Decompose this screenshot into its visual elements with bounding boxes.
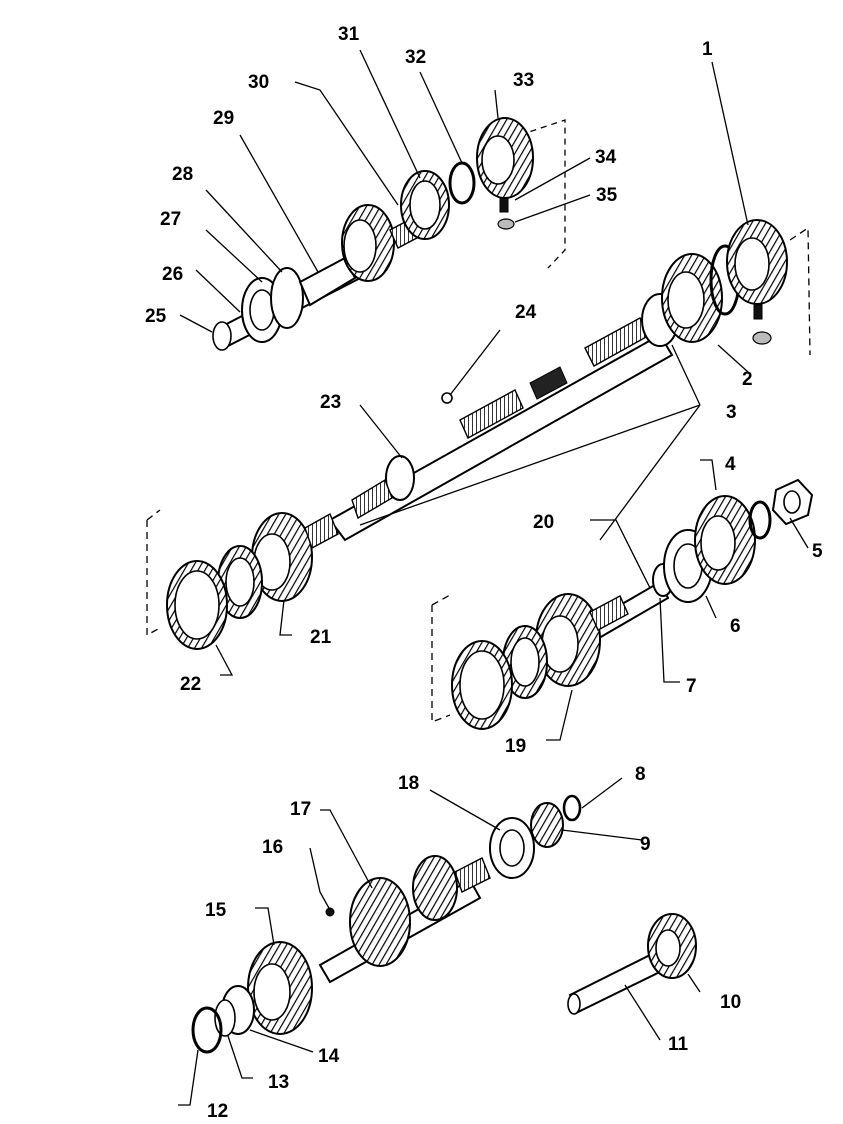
label-22: 22	[180, 674, 201, 695]
part-35-plug	[497, 218, 515, 230]
label-1: 1	[702, 39, 713, 60]
label-21: 21	[310, 627, 332, 648]
label-6: 6	[730, 616, 741, 637]
counter-shaft-assembly	[191, 794, 582, 1054]
label-12: 12	[207, 1101, 228, 1122]
part-25-shape	[212, 321, 232, 351]
label-30: 30	[248, 72, 269, 93]
label-26: 26	[162, 264, 183, 285]
part-32-snap-ring	[448, 161, 476, 205]
label-28: 28	[172, 164, 193, 185]
label-35: 35	[596, 185, 618, 206]
label-34: 34	[595, 147, 617, 168]
label-2: 2	[742, 369, 753, 390]
label-11: 11	[668, 1034, 689, 1055]
reverse-idler-assembly	[567, 913, 697, 1015]
label-17: 17	[290, 799, 311, 820]
label-20: 20	[533, 512, 554, 533]
label-27: 27	[160, 209, 181, 230]
label-7: 7	[686, 676, 697, 697]
part-17-gear	[349, 877, 411, 967]
main-shaft-assembly	[146, 219, 811, 650]
part-12-snap-ring	[191, 1006, 223, 1054]
label-13: 13	[268, 1072, 289, 1093]
part-9-gear	[530, 802, 564, 848]
label-9: 9	[640, 834, 651, 855]
label-10: 10	[720, 992, 741, 1013]
label-31: 31	[338, 24, 360, 45]
label-3: 3	[726, 402, 737, 423]
part-labels: 1 2 3 4 5 6 7 8 9 10 11 12 13 14 15 16 1…	[145, 24, 823, 1122]
label-23: 23	[320, 392, 341, 413]
label-18: 18	[398, 773, 419, 794]
part-8-clip	[562, 794, 582, 822]
label-14: 14	[318, 1046, 340, 1067]
part-16-ball	[325, 907, 335, 917]
part-34-spring	[499, 197, 509, 213]
label-5: 5	[812, 541, 823, 562]
label-19: 19	[505, 736, 526, 757]
label-25: 25	[145, 306, 167, 327]
label-4: 4	[725, 454, 736, 475]
label-29: 29	[213, 108, 234, 129]
label-16: 16	[262, 837, 283, 858]
label-24: 24	[515, 302, 537, 323]
output-shaft-assembly	[431, 478, 814, 730]
upper-shaft-assembly	[212, 117, 566, 351]
label-8: 8	[635, 764, 646, 785]
label-33: 33	[513, 70, 534, 91]
label-15: 15	[205, 900, 227, 921]
part-28-race	[270, 267, 304, 329]
label-32: 32	[405, 47, 426, 68]
part-23-main-shaft	[328, 333, 674, 542]
leader-lines	[178, 49, 809, 1106]
part-24-ball	[441, 392, 453, 404]
